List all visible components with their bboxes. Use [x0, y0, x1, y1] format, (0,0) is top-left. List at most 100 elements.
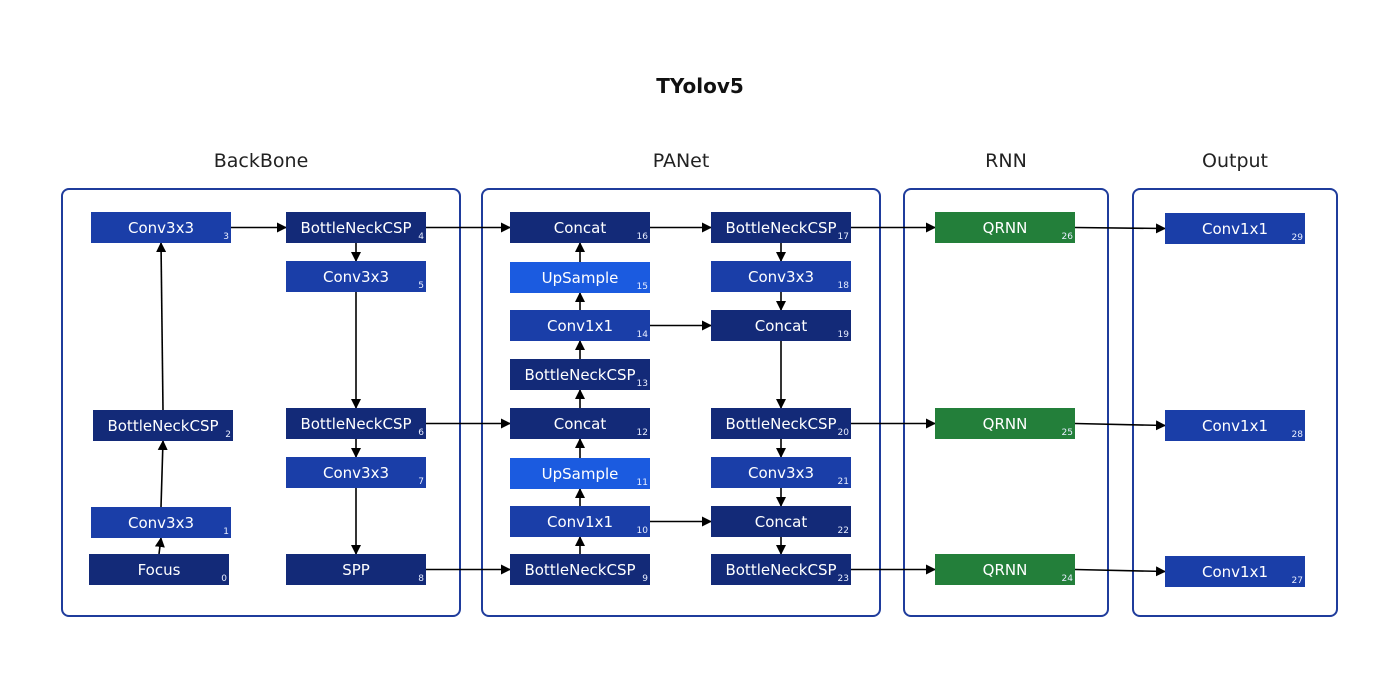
group-box-backbone: [61, 188, 461, 617]
node-label: Concat: [754, 512, 808, 531]
group-label-output: Output: [1202, 150, 1268, 172]
node-label: Conv3x3: [128, 513, 194, 532]
node-label: Focus: [137, 560, 181, 579]
node-label: UpSample: [541, 268, 619, 287]
node-label: BottleNeckCSP: [300, 218, 412, 237]
group-box-panet: [481, 188, 881, 617]
node-index: 13: [636, 379, 648, 389]
node-22: Concat 22: [711, 506, 851, 537]
node-label: BottleNeckCSP: [725, 560, 837, 579]
node-label: Concat: [553, 218, 607, 237]
node-label: QRNN: [982, 218, 1028, 237]
edge-1-2: [157, 440, 168, 508]
edge-2-3: [156, 242, 167, 411]
node-label: Conv1x1: [1202, 219, 1268, 238]
node-18: Conv3x3 18: [711, 261, 851, 292]
group-box-rnn: [903, 188, 1109, 617]
group-box-output: [1132, 188, 1338, 617]
node-label: Conv3x3: [128, 218, 194, 237]
node-6: BottleNeckCSP 6: [286, 408, 426, 439]
node-index: 23: [837, 574, 849, 584]
node-0: Focus 0: [89, 554, 229, 585]
node-label: BottleNeckCSP: [725, 414, 837, 433]
node-index: 2: [225, 430, 231, 440]
node-label: Conv1x1: [547, 512, 613, 531]
node-26: QRNN 26: [935, 212, 1075, 243]
node-27: Conv1x1 27: [1165, 556, 1305, 587]
node-label: Conv3x3: [748, 267, 814, 286]
node-label: Conv1x1: [1202, 416, 1268, 435]
node-label: BottleNeckCSP: [524, 560, 636, 579]
node-index: 29: [1291, 233, 1303, 243]
node-label: Conv3x3: [748, 463, 814, 482]
node-label: BottleNeckCSP: [107, 416, 219, 435]
node-4: BottleNeckCSP 4: [286, 212, 426, 243]
edge-24-27: [1074, 566, 1166, 577]
node-14: Conv1x1 14: [510, 310, 650, 341]
node-index: 8: [418, 574, 424, 584]
group-label-panet: PANet: [652, 150, 710, 172]
node-5: Conv3x3 5: [286, 261, 426, 292]
node-label: Conv3x3: [323, 267, 389, 286]
node-2: BottleNeckCSP 2: [93, 410, 233, 441]
group-label-backbone: BackBone: [213, 150, 309, 172]
group-label-rnn: RNN: [985, 150, 1027, 172]
diagram-title: TYolov5: [656, 74, 744, 98]
node-12: Concat 12: [510, 408, 650, 439]
node-index: 28: [1291, 430, 1303, 440]
node-8: SPP 8: [286, 554, 426, 585]
node-index: 15: [636, 282, 648, 292]
node-index: 21: [837, 477, 849, 487]
node-index: 14: [636, 330, 648, 340]
node-index: 16: [636, 232, 648, 242]
node-label: Concat: [754, 316, 808, 335]
node-label: BottleNeckCSP: [300, 414, 412, 433]
node-index: 25: [1061, 428, 1073, 438]
node-index: 12: [636, 428, 648, 438]
node-7: Conv3x3 7: [286, 457, 426, 488]
node-21: Conv3x3 21: [711, 457, 851, 488]
node-11: UpSample 11: [510, 458, 650, 489]
node-index: 7: [418, 477, 424, 487]
edge-25-28: [1074, 420, 1166, 431]
node-index: 5: [418, 281, 424, 291]
node-index: 3: [223, 232, 229, 242]
edge-0-1: [154, 537, 165, 555]
node-index: 26: [1061, 232, 1073, 242]
node-15: UpSample 15: [510, 262, 650, 293]
node-10: Conv1x1 10: [510, 506, 650, 537]
node-index: 4: [418, 232, 424, 242]
node-index: 18: [837, 281, 849, 291]
node-index: 9: [642, 574, 648, 584]
node-1: Conv3x3 1: [91, 507, 231, 538]
node-label: Conv1x1: [1202, 562, 1268, 581]
node-index: 6: [418, 428, 424, 438]
node-28: Conv1x1 28: [1165, 410, 1305, 441]
node-label: BottleNeckCSP: [725, 218, 837, 237]
node-label: Concat: [553, 414, 607, 433]
node-label: Conv1x1: [547, 316, 613, 335]
node-index: 24: [1061, 574, 1073, 584]
node-24: QRNN 24: [935, 554, 1075, 585]
node-label: Conv3x3: [323, 463, 389, 482]
node-index: 10: [636, 526, 648, 536]
node-index: 22: [837, 526, 849, 536]
node-label: SPP: [342, 560, 370, 579]
node-label: QRNN: [982, 560, 1028, 579]
node-index: 1: [223, 527, 229, 537]
node-16: Concat 16: [510, 212, 650, 243]
edge-26-29: [1074, 223, 1166, 234]
node-3: Conv3x3 3: [91, 212, 231, 243]
node-index: 17: [837, 232, 849, 242]
node-index: 27: [1291, 576, 1303, 586]
node-index: 11: [636, 478, 648, 488]
node-label: UpSample: [541, 464, 619, 483]
node-index: 0: [221, 574, 227, 584]
